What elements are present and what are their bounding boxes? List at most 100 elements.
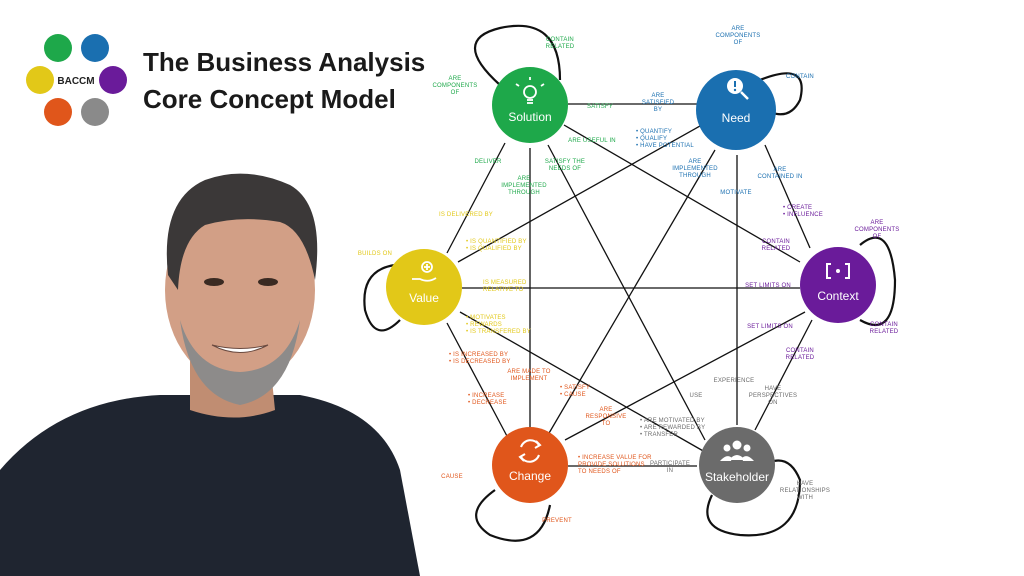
node-need: Need bbox=[696, 70, 776, 150]
line-value-change bbox=[446, 322, 509, 439]
node-solution: Solution bbox=[492, 67, 568, 143]
line-need-context bbox=[764, 144, 811, 249]
label-need-contain: CONTAIN bbox=[786, 74, 814, 80]
label-set-limits-1: SET LIMITS ON bbox=[745, 283, 791, 289]
label-builds-on: BUILDS ON bbox=[358, 251, 392, 257]
need-label: Need bbox=[722, 111, 751, 125]
line-need-change bbox=[544, 149, 716, 441]
node-value: Value bbox=[386, 249, 462, 325]
need-loop bbox=[759, 72, 803, 116]
self-loops bbox=[363, 24, 897, 542]
people-group-icon bbox=[720, 440, 754, 461]
logo-dot-purple bbox=[99, 66, 127, 94]
label-prevent: PREVENT bbox=[542, 518, 572, 524]
node-context: Context bbox=[800, 247, 876, 323]
label-motivates: • MOTIVATES• REWARDS• IS TRANSFERED BY bbox=[466, 315, 531, 335]
logo-dot-gray bbox=[81, 98, 109, 126]
label-delivered-by: IS DELIVERED BY bbox=[439, 212, 493, 218]
line-solution-context bbox=[563, 124, 801, 263]
relationship-lines bbox=[446, 103, 813, 467]
change-circle bbox=[492, 427, 568, 503]
label-motivated-by: • ARE MOTIVATED BY• ARE REWARDED BY• TRA… bbox=[640, 418, 705, 438]
label-deliver: DELIVER bbox=[474, 159, 502, 165]
solution-circle bbox=[492, 67, 568, 143]
value-circle bbox=[386, 249, 462, 325]
cycle-arrows-icon bbox=[518, 439, 542, 463]
logo-dot-blue bbox=[81, 34, 109, 62]
presenter-right-eye bbox=[258, 278, 278, 286]
bracket-dot-icon bbox=[826, 263, 850, 279]
line-solution-stakeholder bbox=[547, 144, 706, 441]
presenter-face bbox=[165, 195, 315, 385]
label-create: • CREATE• INFLUENCE bbox=[783, 205, 823, 218]
label-satisfy: SATISFY bbox=[587, 104, 613, 110]
context-circle bbox=[800, 247, 876, 323]
change-loop bbox=[475, 489, 552, 542]
title-line-1: The Business Analysis bbox=[143, 47, 425, 77]
label-increase-decrease: • INCREASE• DECREASE bbox=[468, 393, 507, 406]
label-use: USE bbox=[690, 393, 703, 399]
logo-text: BACCM bbox=[57, 76, 94, 87]
label-satisfy-cause: • SATISFY• CAUSE bbox=[560, 385, 590, 398]
solution-loop bbox=[473, 24, 562, 86]
line-value-stakeholder bbox=[459, 311, 706, 453]
logo-dot-orange bbox=[44, 98, 72, 126]
node-stakeholder: Stakeholder bbox=[699, 427, 775, 503]
baccm-logo: BACCM bbox=[26, 34, 127, 126]
context-loop bbox=[859, 236, 897, 326]
hand-plus-icon bbox=[412, 261, 437, 282]
change-label: Change bbox=[509, 469, 551, 483]
presenter-mouth bbox=[211, 344, 269, 353]
line-need-value bbox=[457, 125, 701, 263]
exclamation-magnifier-icon bbox=[727, 78, 749, 100]
label-quantify: • QUANTIFY• QUALIFY• HAVE POTENTIAL bbox=[636, 129, 694, 149]
context-label: Context bbox=[817, 289, 859, 303]
label-cause: CAUSE bbox=[441, 474, 463, 480]
logo-dot-yellow bbox=[26, 66, 54, 94]
solution-label: Solution bbox=[508, 110, 551, 124]
label-quantified-by: • IS QUANTIFIED BY• IS QUALIFIED BY bbox=[466, 239, 527, 252]
line-context-stakeholder bbox=[754, 319, 813, 431]
logo-dot-green bbox=[44, 34, 72, 62]
label-motivate: MOTIVATE bbox=[720, 190, 751, 196]
title-line-2: Core Concept Model bbox=[143, 84, 396, 114]
value-loop bbox=[363, 263, 401, 332]
need-circle bbox=[696, 70, 776, 150]
presenter-beard bbox=[180, 320, 300, 405]
node-change: Change bbox=[492, 427, 568, 503]
label-set-limits-2: SET LIMITS ON bbox=[747, 324, 793, 330]
stakeholder-label: Stakeholder bbox=[705, 470, 769, 484]
lightbulb-icon bbox=[515, 77, 545, 104]
label-experience: EXPERIENCE bbox=[714, 378, 755, 384]
presenter-shirt bbox=[0, 395, 420, 576]
line-solution-value bbox=[446, 142, 506, 254]
presenter-photo bbox=[0, 173, 420, 576]
stakeholder-circle bbox=[699, 427, 775, 503]
presenter-hair bbox=[166, 173, 318, 290]
label-increased-by: • IS INCREASED BY• IS DECREASED BY bbox=[449, 352, 511, 365]
label-useful: ARE USEFUL IN bbox=[568, 138, 616, 144]
line-context-change bbox=[564, 311, 806, 441]
presenter-left-eye bbox=[204, 278, 224, 286]
